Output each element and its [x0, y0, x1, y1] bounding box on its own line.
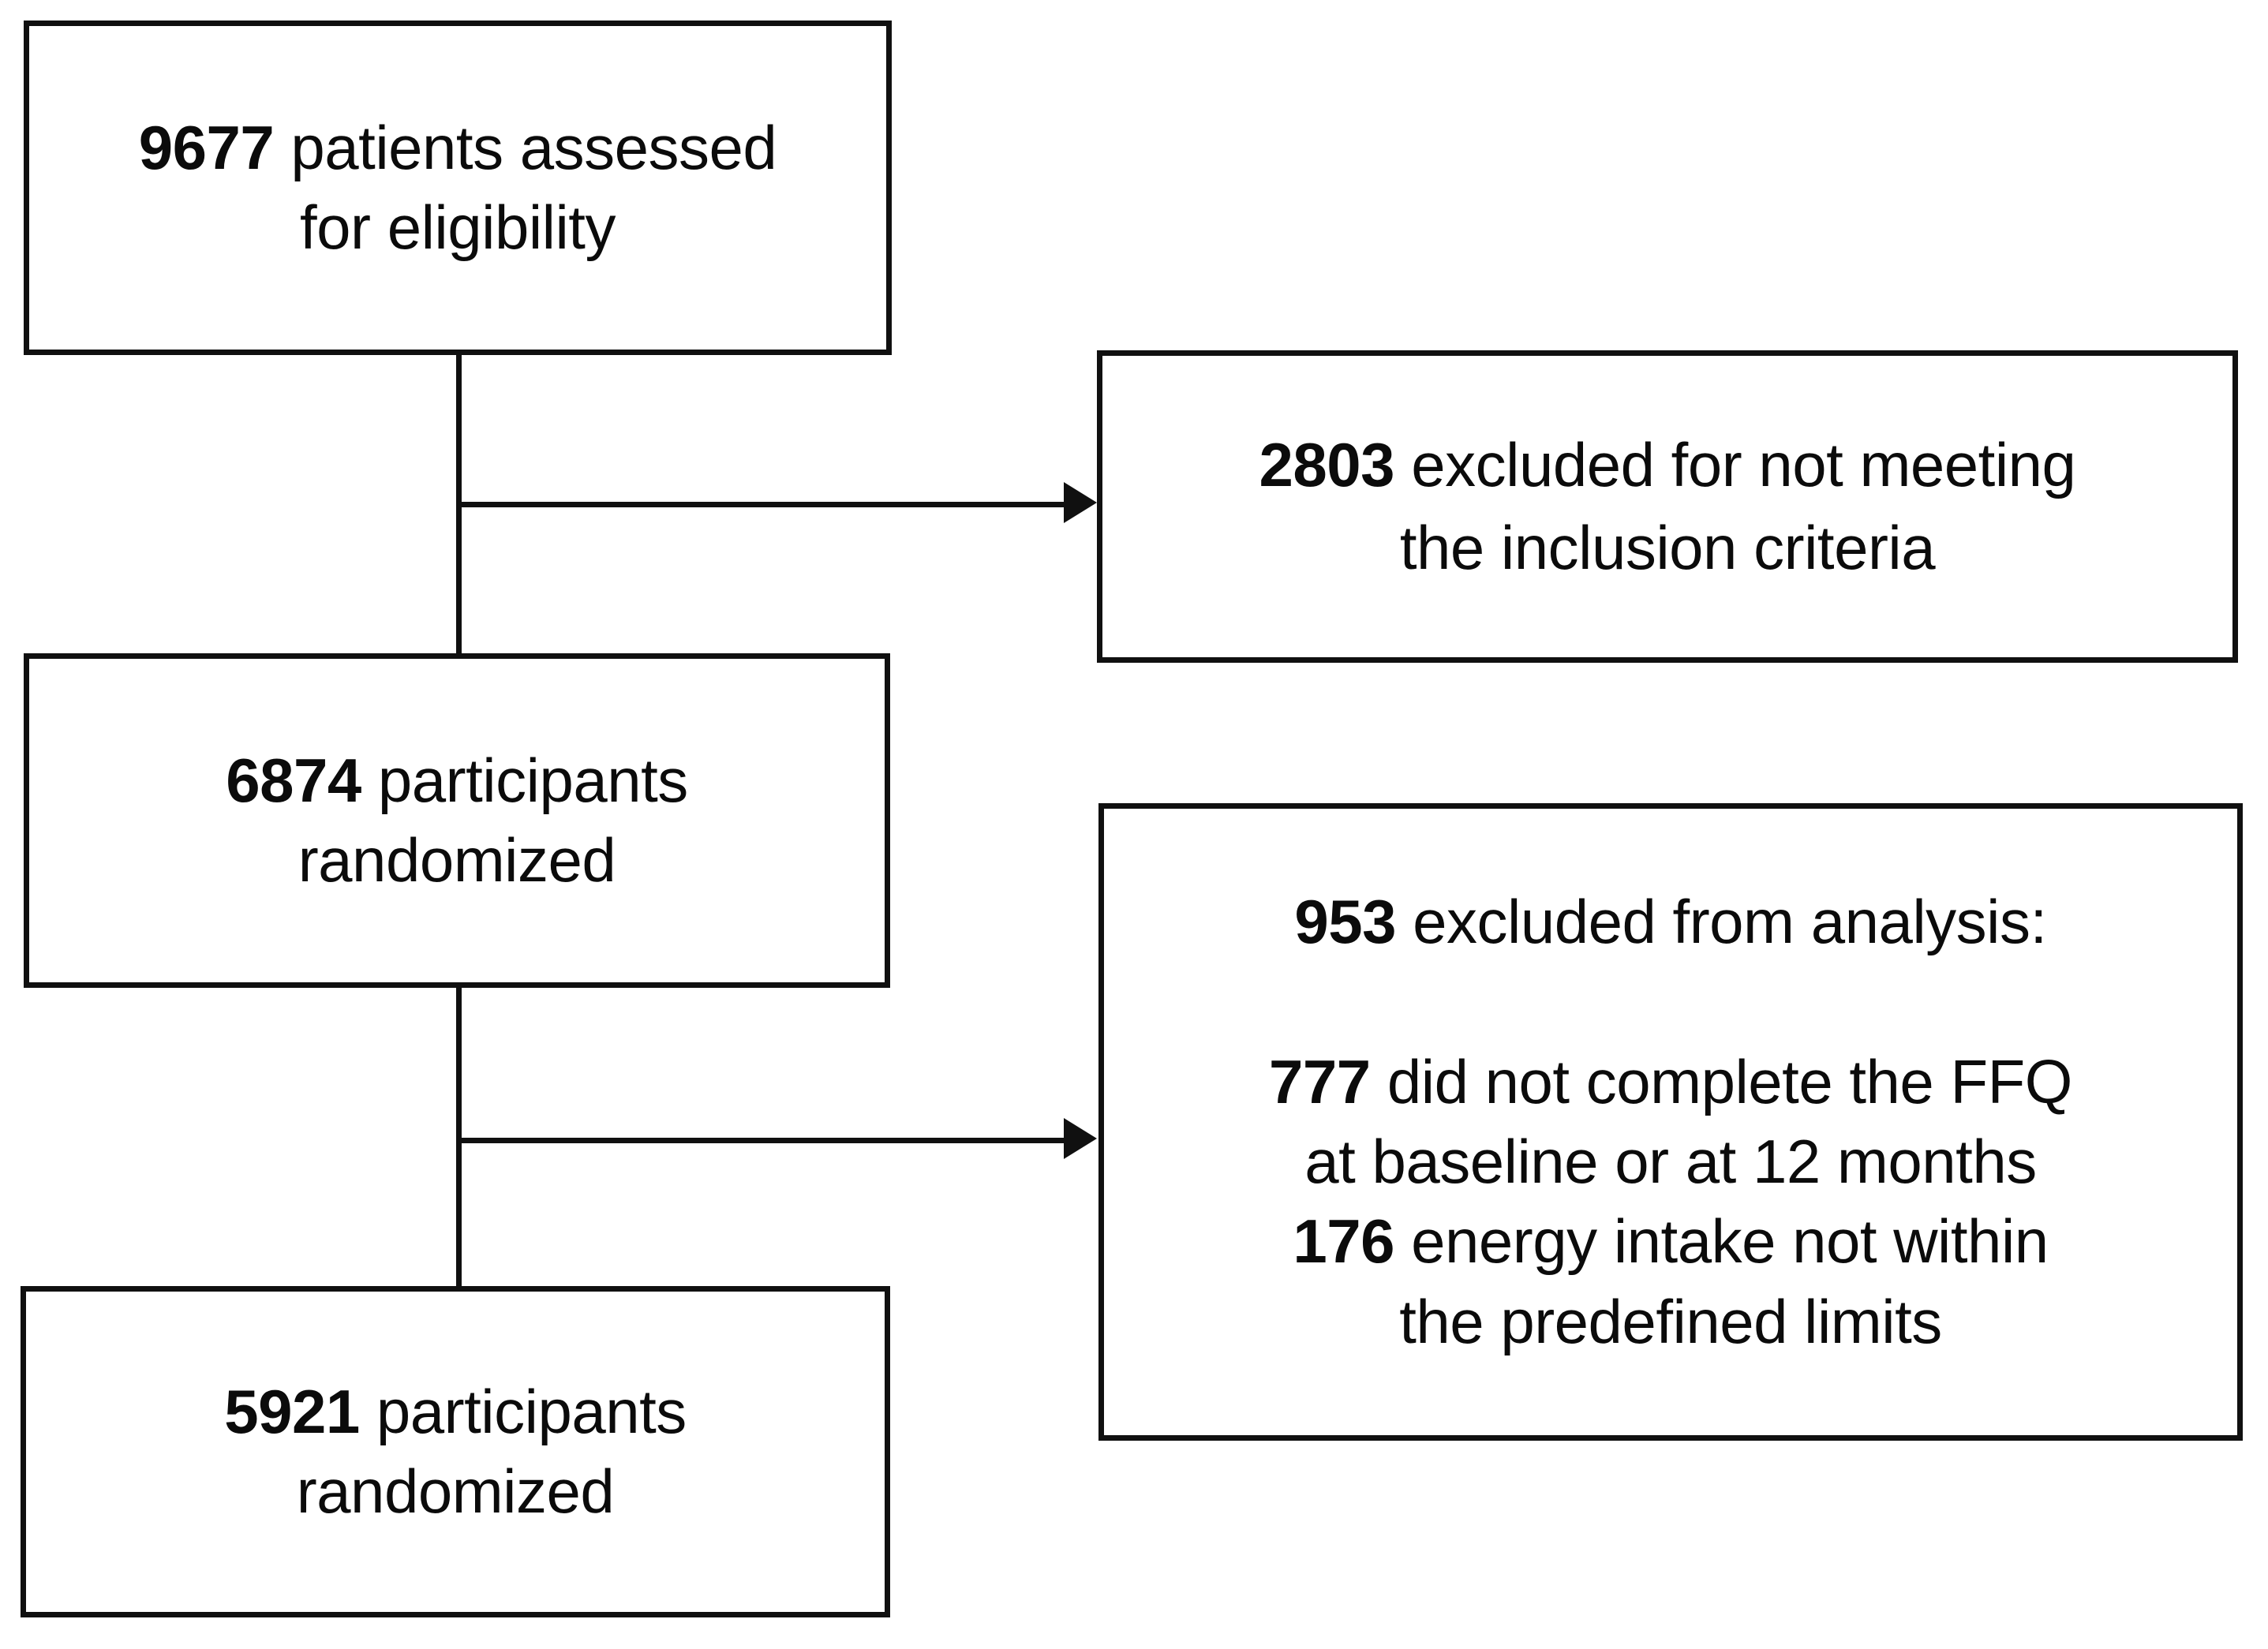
- connector-branch-to-excluded-inclusion: [456, 502, 1087, 507]
- node-count: 5921: [224, 1376, 360, 1446]
- node-count: 6874: [226, 745, 361, 815]
- connector-branch-to-excluded-analysis: [456, 1138, 1087, 1143]
- arrow-head-icon-excluded-inclusion: [1064, 482, 1097, 523]
- node-count: 9677: [138, 112, 275, 182]
- node-excluded-from-analysis: 953 excluded from analysis:777 did not c…: [1098, 803, 2243, 1441]
- node-count: 176: [1293, 1206, 1394, 1277]
- node-excluded-analysis-text: 953 excluded from analysis:777 did not c…: [1269, 886, 2072, 1356]
- connector-randomized-to-analyzed: [456, 986, 462, 1288]
- node-count: 953: [1294, 886, 1396, 956]
- node-count: 2803: [1259, 430, 1395, 500]
- arrow-head-icon-excluded-analysis: [1064, 1118, 1097, 1159]
- node-count: 777: [1269, 1046, 1371, 1116]
